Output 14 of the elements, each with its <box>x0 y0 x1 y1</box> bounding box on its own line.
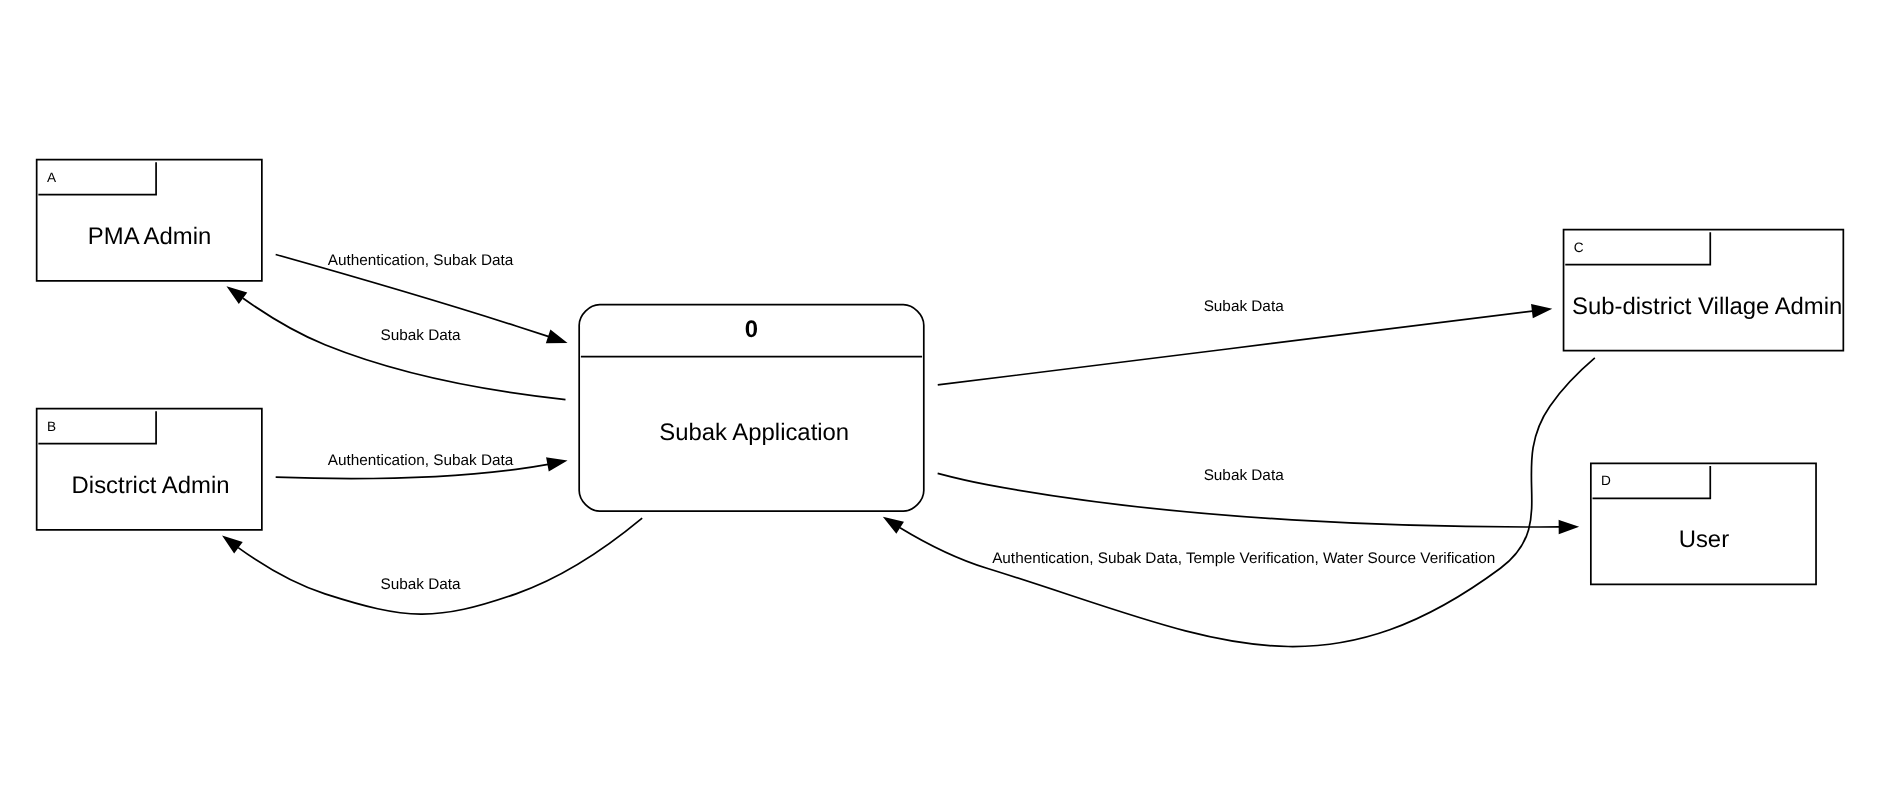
arrow <box>936 304 1553 386</box>
edge-label: Authentication, Subak Data <box>327 250 514 269</box>
edge-label: Subak Data <box>1203 296 1284 315</box>
arrow <box>882 357 1596 648</box>
edge-label: Subak Data <box>380 575 461 594</box>
edge-label: Subak Data <box>380 325 461 344</box>
arrow <box>274 253 568 344</box>
arrow <box>936 472 1580 535</box>
edge-label: Authentication, Subak Data, Temple Verification, Water Source Verification <box>992 549 1496 568</box>
edge-label: Authentication, Subak Data <box>327 450 514 469</box>
edge-label: Subak Data <box>1203 465 1284 484</box>
arrow <box>222 517 643 615</box>
arrow <box>226 286 567 401</box>
arrow <box>274 457 568 480</box>
